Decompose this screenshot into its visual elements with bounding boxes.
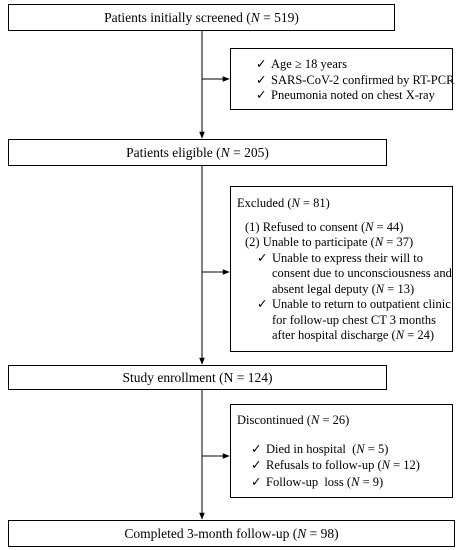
discontinued-item: ✓Refusals to follow-up (N = 12) — [251, 458, 420, 472]
excluded-reason: (1) Refused to consent (N = 44) — [245, 219, 404, 234]
criterion-item: ✓SARS-CoV-2 confirmed by RT-PCR — [256, 72, 455, 87]
discontinued-item: ✓Follow-up loss (N = 9) — [251, 474, 384, 489]
check-icon: ✓ — [251, 474, 262, 489]
node-completed: Completed 3-month follow-up (N = 98) — [8, 520, 455, 547]
check-icon: ✓ — [257, 297, 268, 311]
excluded-title: Excluded (N = 81) — [237, 196, 330, 210]
discontinued-title: Discontinued (N = 26) — [237, 413, 350, 427]
criterion-item: ✓Age ≥ 18 years — [256, 57, 347, 71]
node-eligible-text: Patients eligible — [126, 144, 213, 160]
node-enrollment: Study enrollment (N = 124) — [8, 365, 387, 390]
discontinued-box: Discontinued (N = 26) ✓Died in hospital … — [230, 404, 453, 498]
node-completed-text: Completed 3-month follow-up — [124, 525, 290, 541]
check-icon: ✓ — [256, 57, 267, 71]
check-icon: ✓ — [251, 441, 262, 456]
inclusion-criteria-box: ✓Age ≥ 18 years ✓SARS-CoV-2 confirmed by… — [230, 48, 455, 110]
criterion-item: ✓Pneumonia noted on chest X-ray — [256, 88, 435, 102]
node-eligible: Patients eligible (N = 205) — [8, 139, 387, 166]
node-screened: Patients initially screened (N = 519) — [8, 4, 395, 31]
excluded-subreason: ✓ Unable to express their will to consen… — [257, 250, 452, 296]
check-icon: ✓ — [256, 88, 267, 102]
check-icon: ✓ — [251, 458, 262, 472]
excluded-box: Excluded (N = 81) (1) Refused to consent… — [230, 186, 453, 352]
check-icon: ✓ — [256, 72, 267, 87]
node-screened-text: Patients initially screened — [104, 9, 243, 25]
excluded-reason: (2) Unable to participate (N = 37) — [245, 235, 414, 249]
node-enrollment-text: Study enrollment (N = 124) — [122, 369, 273, 385]
discontinued-item: ✓Died in hospital (N = 5) — [251, 441, 389, 456]
check-icon: ✓ — [257, 250, 268, 265]
excluded-subreason: ✓ Unable to return to outpatient clinic … — [257, 297, 451, 342]
